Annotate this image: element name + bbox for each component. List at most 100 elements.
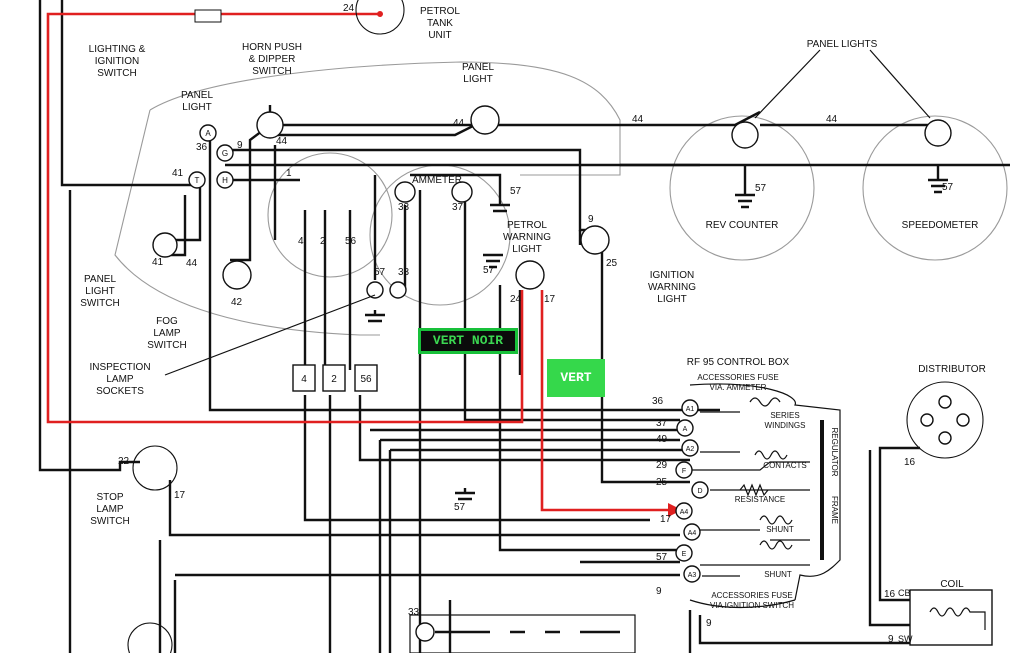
box-terminal-A1	[681, 399, 699, 417]
letter-E: E	[682, 551, 687, 558]
label-panel-light-top-1: PANEL	[462, 62, 494, 73]
box-terminal-A3	[683, 565, 701, 583]
label-distributor: DISTRIBUTOR	[918, 364, 986, 375]
letter-A4b: A4	[688, 530, 697, 537]
label-lighting-3: SWITCH	[97, 68, 136, 79]
wire-1: 1	[286, 168, 292, 179]
panel-light-left-lamp	[256, 111, 284, 139]
box-terminal-A	[676, 419, 694, 437]
wire-25-b: 25	[656, 477, 668, 488]
wire-4: 4	[298, 236, 304, 247]
letter-A1: A1	[686, 406, 695, 413]
label-ammeter: AMMETER	[412, 175, 462, 186]
wire-44-e: 44	[186, 258, 198, 269]
tag-vert-noir: VERT NOIR	[418, 328, 518, 354]
ignition-warning-lamp	[580, 225, 610, 255]
label-series-1: SERIES	[770, 411, 799, 420]
wire-44-a: 44	[453, 118, 465, 129]
box-terminal-A2	[681, 439, 699, 457]
wire-16-a: 16	[904, 457, 916, 468]
label-control-box: RF 95 CONTROL BOX	[687, 357, 790, 368]
label-series-2: WINDINGS	[765, 421, 806, 430]
rev-counter-lamp	[731, 121, 759, 149]
wire-33-c: 33	[408, 607, 420, 618]
label-fuse-ammeter-1: ACCESSORIES FUSE	[697, 373, 778, 382]
box-terminal-D	[691, 481, 709, 499]
wire-17-b: 17	[660, 514, 672, 525]
box-terminal-A4b	[683, 523, 701, 541]
wire-57-f: 57	[656, 552, 668, 563]
label-coil: COIL	[940, 579, 964, 590]
tag-vert: VERT	[547, 359, 605, 397]
label-panel-light-top-2: LIGHT	[463, 74, 492, 85]
wire-9-c: 9	[656, 586, 662, 597]
label-stop-3: SWITCH	[90, 516, 129, 527]
label-petrol-warning-3: LIGHT	[512, 244, 541, 255]
wire-2: 2	[320, 236, 326, 247]
wire-9-b: 9	[588, 214, 594, 225]
wire-44-c: 44	[826, 114, 838, 125]
terminal-G	[216, 144, 234, 162]
letter-A: A	[205, 129, 211, 138]
wire-9-a: 9	[237, 140, 243, 151]
wire-24: 24	[343, 3, 355, 14]
wire-57-b: 57	[755, 183, 767, 194]
wire-57-c: 57	[942, 182, 954, 193]
petrol-warning-lamp	[515, 260, 545, 290]
label-shunt-2: SHUNT	[764, 570, 792, 579]
wire-57-d: 57	[483, 265, 495, 276]
wire-56: 56	[345, 236, 357, 247]
components	[127, 0, 984, 653]
wire-49: 49	[656, 434, 668, 445]
label-regulator-2: FRAME	[830, 496, 839, 524]
coil-box	[909, 589, 993, 646]
speedometer-dial	[862, 115, 1008, 261]
wire-42: 42	[231, 297, 243, 308]
bottom-terminal	[415, 622, 435, 642]
wire-41-b: 41	[152, 257, 164, 268]
label-ignition-warning-1: IGNITION	[650, 270, 694, 281]
fuse-block	[409, 614, 636, 653]
label-petrol-tank-1: PETROL	[420, 6, 460, 17]
panel-light-lamp-top	[470, 105, 500, 135]
wire-33-a: 33	[398, 202, 410, 213]
wire-29: 29	[656, 460, 668, 471]
box-label-4: 4	[301, 374, 307, 385]
letter-H: H	[222, 176, 228, 185]
wire-22: 22	[118, 456, 130, 467]
label-fog-1: FOG	[156, 316, 178, 327]
petrol-tank-unit	[355, 0, 405, 35]
box-terminal-A4	[675, 502, 693, 520]
dashboard-outline-lower	[114, 109, 380, 336]
terminal-H	[216, 171, 234, 189]
letter-G: G	[222, 149, 228, 158]
earth-symbols	[365, 165, 948, 501]
box-terminal-F	[675, 461, 693, 479]
control-box-internal	[689, 383, 841, 609]
letter-SW: SW	[898, 634, 913, 644]
wire-9-e: 9	[888, 634, 894, 645]
terminal-letters: A G H T A1 A A2 F D A4 A4 E A3 CB SW	[195, 129, 913, 644]
label-panel-light-left-1: PANEL	[181, 90, 213, 101]
label-panel-lights: PANEL LIGHTS	[807, 39, 878, 50]
bottom-lamp	[127, 622, 173, 653]
label-panel-switch-3: SWITCH	[80, 298, 119, 309]
speedometer-lamp	[924, 119, 952, 147]
label-ignition-warning-3: LIGHT	[657, 294, 686, 305]
dashboard-outline	[149, 61, 621, 176]
label-regulator-1: REGULATOR	[830, 427, 839, 476]
label-inspection-3: SOCKETS	[96, 386, 144, 397]
wire-44-d: 44	[276, 136, 288, 147]
fog-lamp-switch	[222, 260, 252, 290]
wire-numbers: 24 44 44 44 44 36 9 41 41 44 42 1 4 2 56…	[118, 3, 954, 645]
wire-9-d: 9	[706, 618, 712, 629]
label-rev-counter: REV COUNTER	[706, 220, 779, 231]
label-panel-switch-2: LIGHT	[85, 286, 114, 297]
component-labels: PETROL TANK UNIT LIGHTING & IGNITION SWI…	[80, 6, 986, 610]
wire-41-a: 41	[172, 168, 184, 179]
label-petrol-tank-2: TANK	[427, 18, 453, 29]
label-stop-2: LAMP	[96, 504, 124, 515]
label-petrol-warning-1: PETROL	[507, 220, 547, 231]
inspection-socket-2	[389, 281, 407, 299]
wire-33-b: 33	[398, 267, 410, 278]
